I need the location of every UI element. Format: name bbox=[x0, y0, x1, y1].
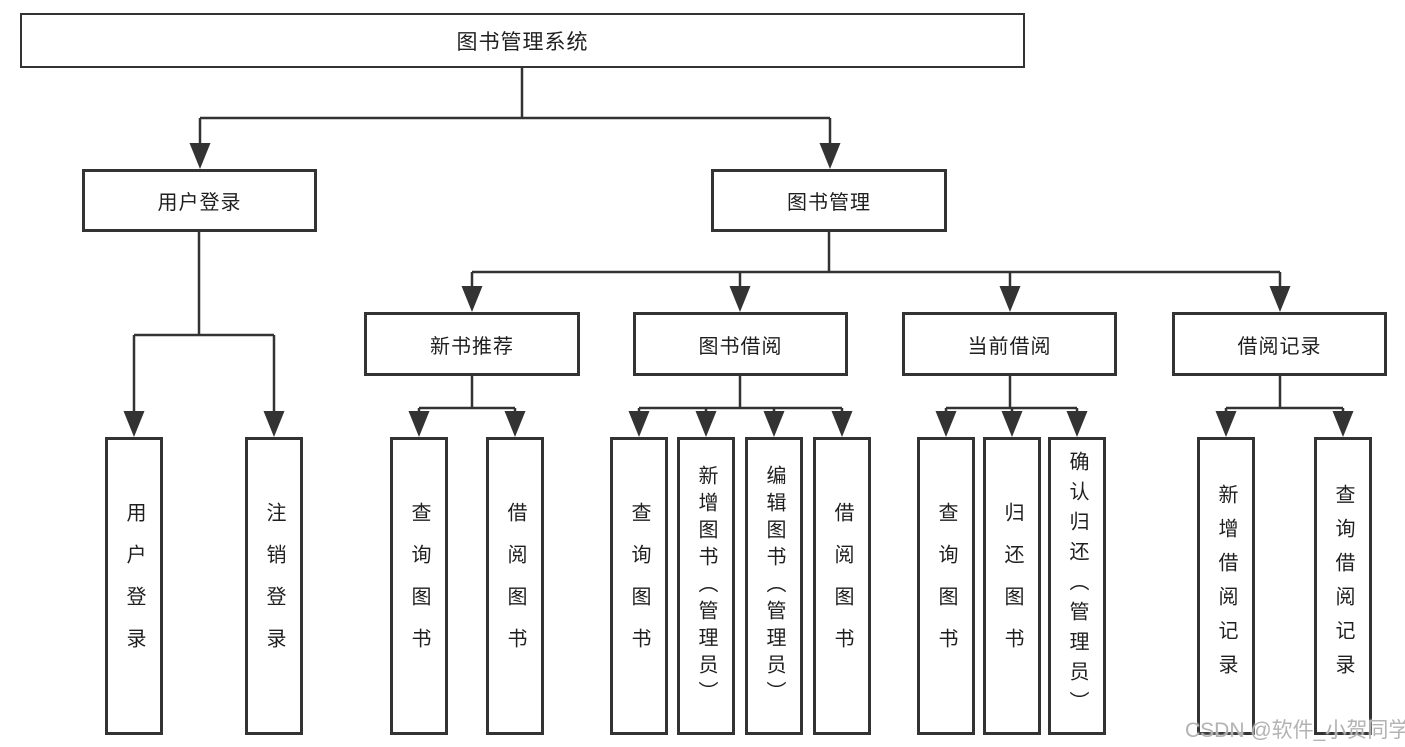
node-label: 图书管理系统 bbox=[456, 30, 589, 54]
node-label: 图书借阅 bbox=[698, 335, 783, 358]
leaf-query-books-borrow: 查询图书 bbox=[610, 437, 668, 735]
node-user-login-branch: 用户登录 bbox=[82, 169, 317, 232]
leaf-query-borrow-record: 查询借阅记录 bbox=[1314, 437, 1372, 735]
arrowhead-icons bbox=[123, 143, 1354, 437]
leaf-query-books-recommend: 查询图书 bbox=[390, 437, 448, 735]
leaf-confirm-return-admin: 确认归还（管理员） bbox=[1048, 437, 1106, 735]
leaf-user-login: 用户登录 bbox=[105, 437, 163, 735]
leaf-add-borrow-record: 新增借阅记录 bbox=[1197, 437, 1255, 735]
leaf-edit-books-admin: 编辑图书（管理员） bbox=[745, 437, 803, 735]
leaf-borrow-books-recommend: 借阅图书 bbox=[486, 437, 544, 735]
node-label: 注销登录 bbox=[263, 502, 285, 670]
node-label: 查询图书 bbox=[628, 502, 650, 670]
node-book-management: 图书管理 bbox=[711, 169, 947, 232]
node-label: 归还图书 bbox=[1001, 502, 1023, 670]
node-label: 新增借阅记录 bbox=[1215, 484, 1237, 688]
node-label: 借阅记录 bbox=[1237, 335, 1322, 358]
node-label: 确认归还（管理员） bbox=[1066, 451, 1088, 721]
node-label: 当前借阅 bbox=[967, 335, 1052, 358]
leaf-borrow-books: 借阅图书 bbox=[813, 437, 871, 735]
node-label: 借阅图书 bbox=[504, 502, 526, 670]
leaf-return-books: 归还图书 bbox=[983, 437, 1041, 735]
node-label: 图书管理 bbox=[787, 192, 871, 214]
leaf-logout: 注销登录 bbox=[245, 437, 303, 735]
node-label: 查询借阅记录 bbox=[1332, 484, 1354, 688]
node-book-borrowing: 图书借阅 bbox=[633, 312, 848, 376]
node-library-management-system: 图书管理系统 bbox=[20, 13, 1025, 68]
node-current-borrowing: 当前借阅 bbox=[902, 312, 1117, 376]
node-label: 编辑图书（管理员） bbox=[763, 464, 785, 708]
leaf-query-books-current: 查询图书 bbox=[917, 437, 975, 735]
node-label: 新书推荐 bbox=[430, 335, 514, 358]
csdn-watermark: CSDN @软件_小贺同学 bbox=[1185, 719, 1405, 742]
node-label: 借阅图书 bbox=[831, 502, 853, 670]
node-label: 查询图书 bbox=[408, 502, 430, 670]
node-label: 用户登录 bbox=[157, 192, 242, 214]
node-label: 用户登录 bbox=[123, 502, 145, 670]
node-new-book-recommendation: 新书推荐 bbox=[364, 312, 580, 376]
node-label: 查询图书 bbox=[935, 502, 957, 670]
node-borrowing-records: 借阅记录 bbox=[1172, 312, 1387, 376]
leaf-add-books-admin: 新增图书（管理员） bbox=[677, 437, 735, 735]
node-label: 新增图书（管理员） bbox=[695, 464, 717, 708]
